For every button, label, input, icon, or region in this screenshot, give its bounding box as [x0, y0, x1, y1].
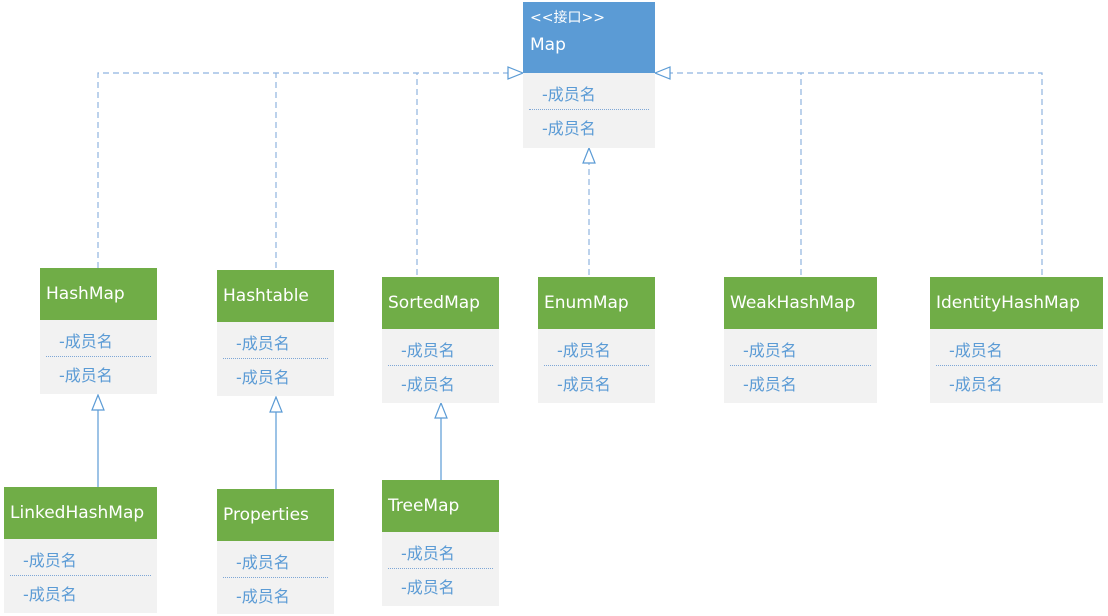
- linkedhashmap-class-box[interactable]: LinkedHashMap -成员名 -成员名: [4, 487, 157, 613]
- class-members: -成员名 -成员名: [930, 329, 1103, 403]
- member-item: -成员名: [388, 535, 493, 569]
- hashtable-class-box[interactable]: Hashtable -成员名 -成员名: [217, 270, 334, 396]
- class-header: WeakHashMap: [724, 277, 877, 329]
- class-header: SortedMap: [382, 277, 499, 329]
- map-interface-members: -成员名 -成员名: [523, 73, 655, 148]
- member-item: -成员名: [223, 325, 328, 359]
- class-name: WeakHashMap: [730, 293, 856, 313]
- arrowhead-hashmap: [91, 393, 105, 411]
- member-item: -成员名: [936, 332, 1097, 366]
- member-item: -成员名: [730, 332, 871, 366]
- class-members: -成员名 -成员名: [382, 532, 499, 606]
- member-item: -成员名: [529, 77, 649, 110]
- class-members: -成员名 -成员名: [217, 541, 334, 614]
- weakhashmap-class-box[interactable]: WeakHashMap -成员名 -成员名: [724, 277, 877, 403]
- member-item: -成员名: [223, 544, 328, 578]
- class-members: -成员名 -成员名: [217, 322, 334, 396]
- class-header: EnumMap: [538, 277, 655, 329]
- properties-class-box[interactable]: Properties -成员名 -成员名: [217, 489, 334, 614]
- class-header: HashMap: [40, 268, 157, 320]
- class-name: EnumMap: [544, 293, 629, 313]
- member-item: -成员名: [59, 366, 113, 385]
- map-interface-header: <<接口>> Map: [523, 2, 655, 73]
- member-item: -成员名: [388, 332, 493, 366]
- class-header: LinkedHashMap: [4, 487, 157, 539]
- identityhashmap-class-box[interactable]: IdentityHashMap -成员名 -成员名: [930, 277, 1103, 403]
- class-members: -成员名 -成员名: [724, 329, 877, 403]
- interface-name: Map: [530, 35, 566, 55]
- class-header: IdentityHashMap: [930, 277, 1103, 329]
- class-name: TreeMap: [388, 496, 460, 516]
- class-name: HashMap: [46, 284, 125, 304]
- class-name: IdentityHashMap: [936, 293, 1080, 313]
- class-header: Hashtable: [217, 270, 334, 322]
- member-item: -成员名: [557, 375, 611, 394]
- edge-identityhashmap-map: [801, 72, 1043, 275]
- class-header: Properties: [217, 489, 334, 541]
- arrowhead-hashtable: [269, 395, 283, 413]
- class-name: LinkedHashMap: [10, 503, 145, 523]
- class-members: -成员名 -成员名: [538, 329, 655, 403]
- member-item: -成员名: [46, 323, 151, 357]
- arrowhead-sortedmap: [434, 401, 448, 419]
- member-item: -成员名: [236, 587, 290, 606]
- member-item: -成员名: [544, 332, 649, 366]
- class-name: Properties: [223, 505, 309, 525]
- sortedmap-class-box[interactable]: SortedMap -成员名 -成员名: [382, 277, 499, 403]
- class-members: -成员名 -成员名: [382, 329, 499, 403]
- member-item: -成员名: [542, 118, 596, 138]
- class-header: TreeMap: [382, 480, 499, 532]
- member-item: -成员名: [949, 375, 1003, 394]
- interface-stereotype: <<接口>>: [530, 10, 605, 26]
- member-item: -成员名: [743, 375, 797, 394]
- arrowhead-right-of-map: [653, 66, 671, 80]
- edge-weakhashmap-map: [668, 72, 802, 275]
- edge-hashmap-map: [97, 72, 510, 268]
- member-item: -成员名: [401, 375, 455, 394]
- treemap-class-box[interactable]: TreeMap -成员名 -成员名: [382, 480, 499, 606]
- class-members: -成员名 -成员名: [4, 539, 157, 613]
- class-name: SortedMap: [388, 293, 480, 313]
- map-interface-box[interactable]: <<接口>> Map -成员名 -成员名: [523, 2, 655, 148]
- arrowhead-below-map: [582, 146, 596, 164]
- member-item: -成员名: [236, 368, 290, 387]
- hashmap-class-box[interactable]: HashMap -成员名 -成员名: [40, 268, 157, 394]
- class-members: -成员名 -成员名: [40, 320, 157, 394]
- class-name: Hashtable: [223, 286, 309, 306]
- arrowhead-left-of-map: [507, 66, 525, 80]
- member-item: -成员名: [401, 578, 455, 597]
- member-item: -成员名: [10, 542, 151, 576]
- enummap-class-box[interactable]: EnumMap -成员名 -成员名: [538, 277, 655, 403]
- member-item: -成员名: [23, 585, 77, 604]
